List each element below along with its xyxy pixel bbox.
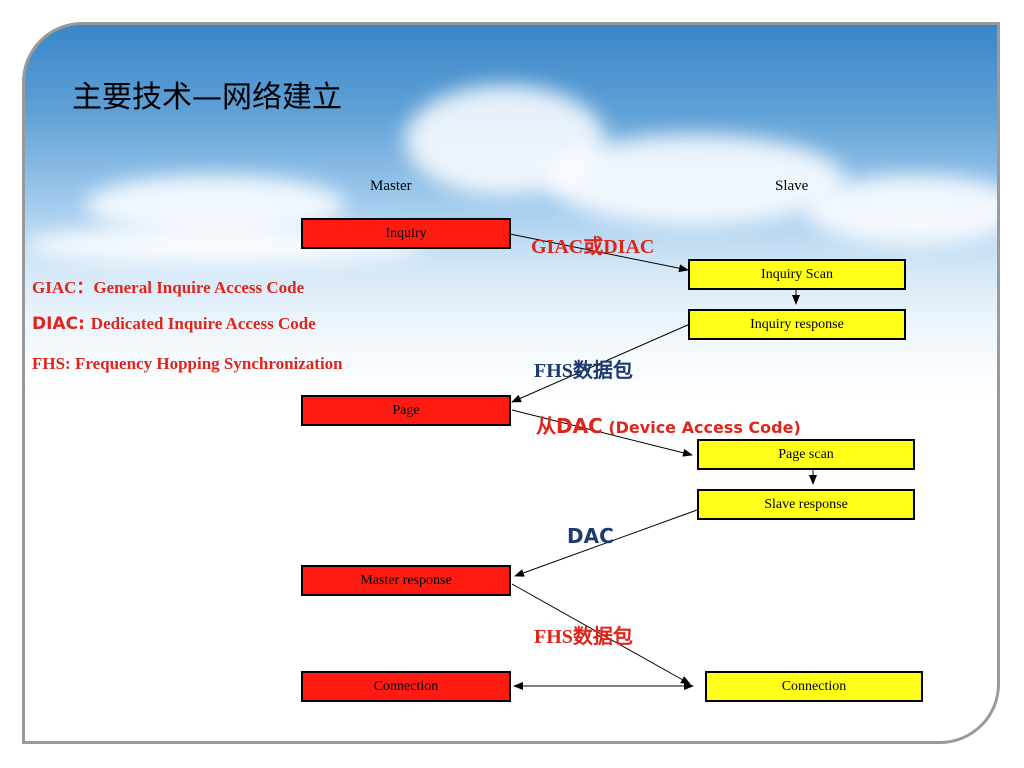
slave-step-slave-response: Slave response [697,489,915,520]
slave-step-page-scan: Page scan [697,439,915,470]
arrow-slaveresponse-to-masterresponse [514,509,698,577]
arrow-inquiry-to-scan [509,233,689,273]
label-fhs-packet-1: FHS数据包 [534,360,633,382]
master-column-header: Master [370,178,412,194]
master-step-master-response: Master response [301,565,511,596]
slide-frame [22,22,1000,744]
master-step-connection: Connection [301,671,511,702]
arrow-masterresponse-to-connection [511,583,691,685]
arrow-page-to-pagescan [511,409,693,457]
slave-column-header: Slave [775,178,809,194]
slave-step-inquiry-scan: Inquiry Scan [688,259,906,290]
abbr-diac: DIAC: Dedicated Inquire Access Code [32,314,316,334]
cloud-decoration [545,135,845,225]
label-giac-diac: GIAC或DIAC [531,236,655,258]
master-step-page: Page [301,395,511,426]
label-fhs-packet-2: FHS数据包 [534,626,633,648]
master-step-inquiry: Inquiry [301,218,511,249]
label-from-dac: 从DAC (Device Access Code) [536,414,801,438]
abbr-fhs: FHS: Frequency Hopping Synchronization [32,354,343,373]
slave-step-inquiry-response: Inquiry response [688,309,906,340]
arrow-response-to-page [511,323,691,403]
abbr-giac: GIAC：General Inquire Access Code [32,278,305,297]
cloud-decoration [805,175,997,245]
slave-step-connection: Connection [705,671,923,702]
label-dac: DAC [567,524,614,548]
slide-title: 主要技术—网络建立 [72,80,342,115]
